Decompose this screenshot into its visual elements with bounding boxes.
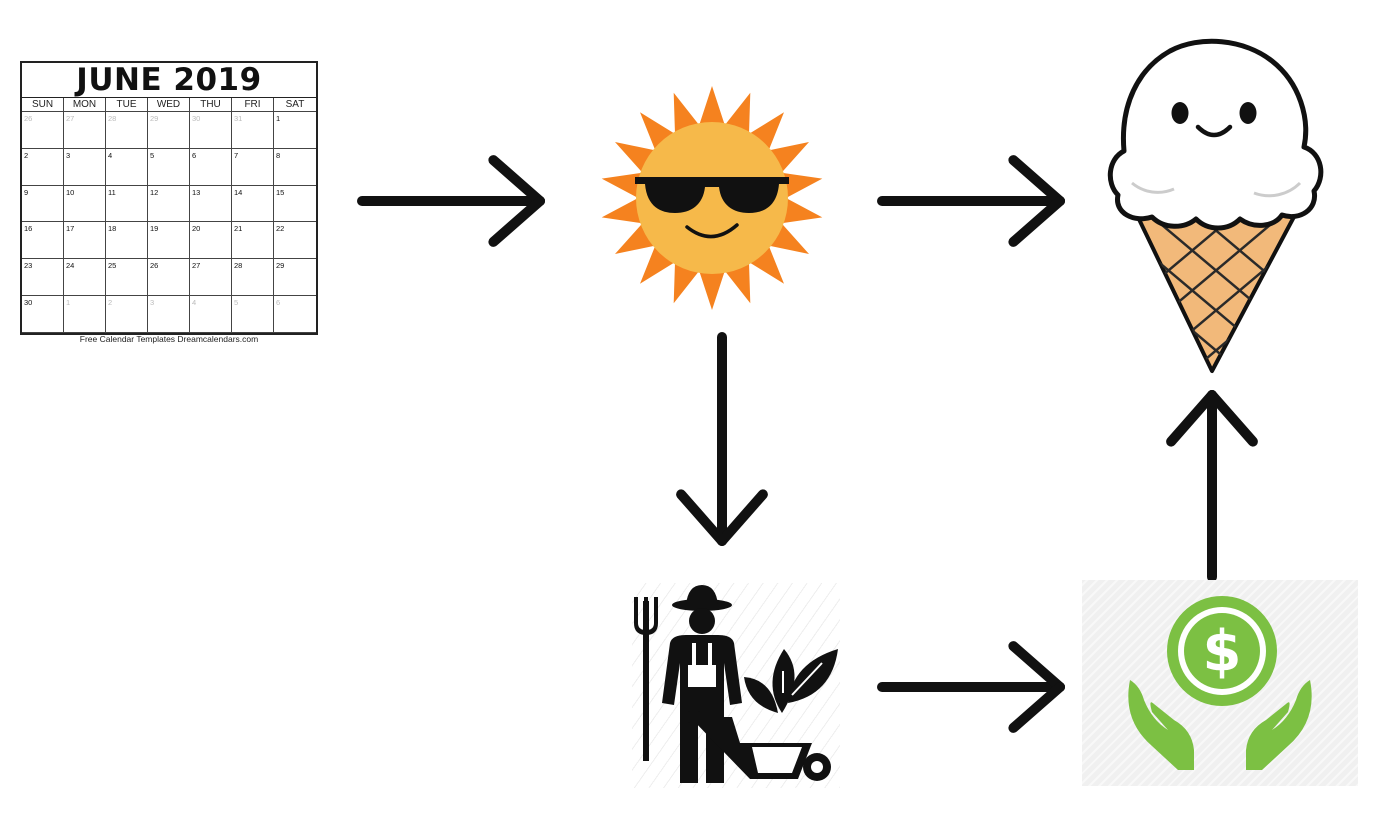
calendar-weekday: SUN (22, 98, 64, 112)
calendar-day-cell: 4 (190, 295, 232, 333)
calendar-day-cell: 14 (232, 185, 274, 223)
overall-pocket (688, 665, 716, 687)
calendar-day-cell: 28 (106, 112, 148, 149)
calendar-day-cell: 27 (190, 259, 232, 296)
sun-face (636, 122, 788, 274)
right-eye (1239, 102, 1257, 124)
calendar-day-cell: 16 (22, 222, 64, 259)
calendar-weekday: FRI (232, 98, 274, 112)
calendar-day-cell: 13 (190, 185, 232, 223)
plant-leaves (744, 649, 838, 713)
calendar-day-cell: 27 (64, 112, 106, 149)
calendar-day-cell: 30 (22, 295, 64, 333)
left-hand (1128, 680, 1194, 770)
right-hand (1246, 680, 1312, 770)
calendar-day-cell: 1 (64, 295, 106, 333)
calendar-day-cell: 23 (22, 259, 64, 296)
arrow-money-to-ice-cream (1166, 390, 1258, 582)
arrow-sun-to-ice-cream (877, 155, 1065, 247)
calendar-day-cell: 28 (232, 259, 274, 296)
money-in-hands-icon: $ (1128, 596, 1312, 770)
calendar-day-cell: 4 (106, 148, 148, 186)
pitchfork-handle (643, 601, 649, 761)
calendar-day-cell: 21 (232, 222, 274, 259)
calendar-weekday: THU (190, 98, 232, 112)
ice-cream-cone-icon (1107, 38, 1324, 373)
calendar-day-cell: 31 (232, 112, 274, 149)
calendar-day-cell: 15 (274, 186, 316, 223)
calendar-footer: Free Calendar Templates Dreamcalendars.c… (79, 334, 259, 344)
farmer-with-wheelbarrow-icon (634, 585, 838, 783)
calendar-day-cell: 18 (106, 222, 148, 259)
calendar-day-cell: 29 (148, 112, 190, 149)
calendar-weekday: WED (148, 98, 190, 112)
arrow-calendar-to-sun (357, 155, 545, 247)
calendar-day-cell: 1 (274, 112, 316, 149)
calendar-day-cell: 29 (274, 259, 316, 296)
farmer-body (662, 635, 742, 783)
calendar-day-cell: 3 (64, 148, 106, 186)
wheelbarrow (688, 711, 831, 781)
calendar-day-cell: 19 (148, 222, 190, 259)
calendar-day-cell: 7 (232, 148, 274, 186)
calendar-weekday: SAT (274, 98, 316, 112)
calendar-day-cell: 6 (190, 148, 232, 186)
cone (1134, 211, 1298, 373)
ice-cream-smile (1195, 124, 1233, 138)
sunglasses (635, 177, 789, 213)
arrow-sun-to-farmer (676, 332, 768, 546)
dollar-sign-icon: $ (1203, 619, 1242, 684)
calendar-day-cell: 8 (274, 149, 316, 186)
calendar-day-cell: 3 (148, 295, 190, 333)
calendar-day-cell: 9 (22, 185, 64, 223)
calendar-weekday: MON (64, 98, 106, 112)
calendar-day-cell: 26 (22, 112, 64, 149)
sun-smile (685, 223, 739, 239)
arrow-farmer-to-money (877, 641, 1065, 733)
calendar-day-cell: 5 (148, 148, 190, 186)
calendar-day-cell: 2 (22, 148, 64, 186)
farmer-head (689, 608, 715, 634)
pitchfork-head (634, 597, 658, 635)
calendar-day-cell: 20 (190, 222, 232, 259)
calendar-day-cell: 24 (64, 259, 106, 296)
calendar-day-cell: 25 (106, 259, 148, 296)
calendar-title: JUNE 2019 (22, 63, 316, 98)
calendar-weekday: TUE (106, 98, 148, 112)
calendar-day-cell: 10 (64, 185, 106, 223)
calendar-day-cell: 26 (148, 259, 190, 296)
calendar-day-cell: 2 (106, 295, 148, 333)
calendar-day-cell: 12 (148, 185, 190, 223)
coin-inner (1184, 613, 1260, 689)
left-eye (1171, 102, 1189, 124)
calendar-day-cell: 17 (64, 222, 106, 259)
sun-with-sunglasses-icon (601, 86, 823, 310)
calendar-day-cell: 22 (274, 222, 316, 259)
calendar-day-cell: 6 (274, 296, 316, 333)
calendar-day-cell: 11 (106, 185, 148, 223)
calendar-day-cell: 30 (190, 112, 232, 149)
calendar-day-cell: 5 (232, 295, 274, 333)
